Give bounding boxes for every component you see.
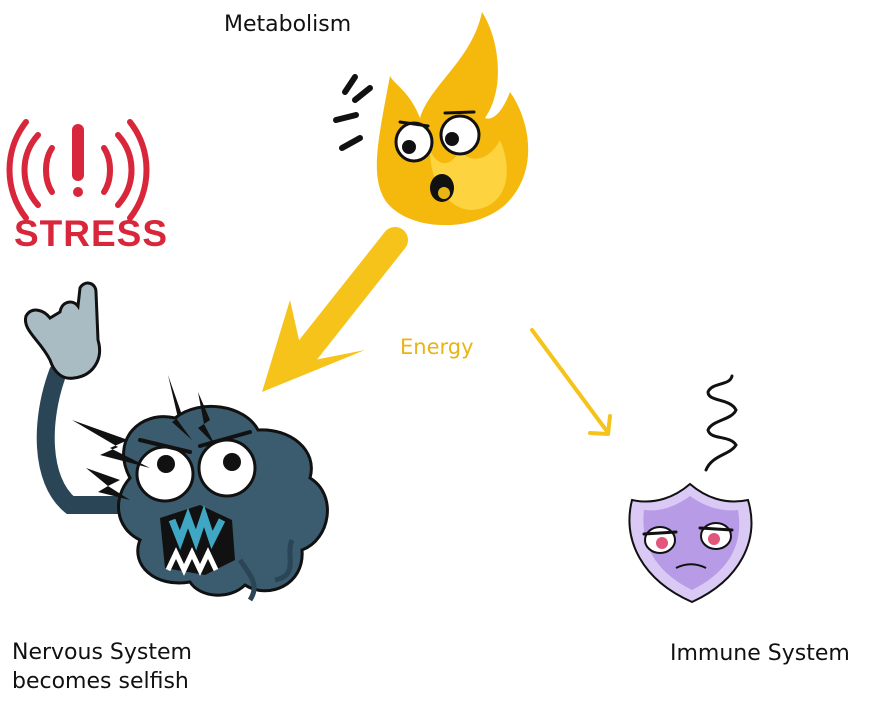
energy-arrow-to-nervous [262,227,408,392]
spring-icon [704,374,738,472]
stress-label: STRESS [14,213,169,254]
brain-character-icon [23,281,329,602]
shield-character-icon [628,482,753,604]
energy-arrow-to-immune [530,328,612,436]
immune-system-label: Immune System [670,641,850,666]
energy-label: Energy [400,335,474,359]
flame-icon [376,12,529,226]
metabolism-label: Metabolism [224,12,352,37]
zigzag-stress-marks [72,375,215,500]
nervous-system-label: Nervous System becomes selfish [12,638,192,696]
nervous-system-label-line2: becomes selfish [12,669,189,694]
flame-alert-marks [333,74,373,151]
alarm-icon [6,119,150,221]
nervous-system-label-line1: Nervous System [12,640,192,665]
